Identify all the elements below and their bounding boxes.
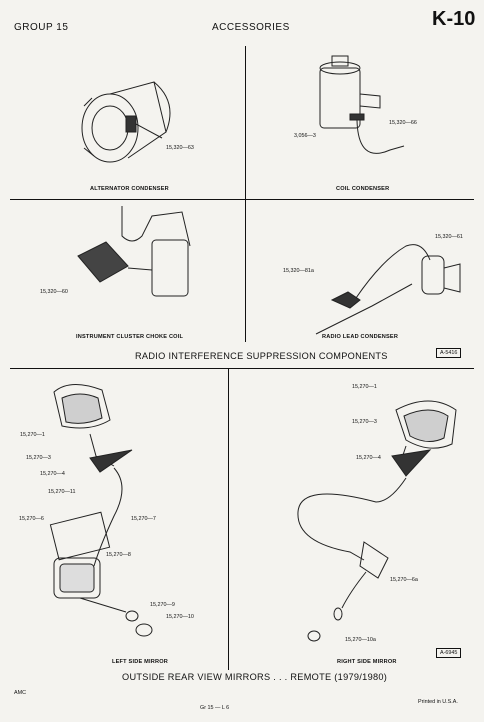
section-2-title: OUTSIDE REAR VIEW MIRRORS . . . REMOTE (… — [122, 672, 388, 682]
footer-center: Gr 15 — L 6 — [200, 705, 230, 711]
right-mirror-part-3: 15,270—4 — [356, 455, 381, 461]
coil-caption: COIL CONDENSER — [336, 186, 390, 192]
page-number: K-10 — [432, 8, 476, 30]
right-mirror-caption: RIGHT SIDE MIRROR — [337, 659, 397, 665]
radio-lead-condenser-illustration — [312, 240, 472, 340]
left-mirror-part-6: 15,270—7 — [131, 516, 156, 522]
right-mirror-illustration — [280, 382, 470, 652]
divider-vertical-bottom — [228, 368, 229, 670]
left-mirror-part-7: 15,270—8 — [106, 552, 131, 558]
section-1-title: RADIO INTERFERENCE SUPPRESSION COMPONENT… — [135, 351, 388, 361]
left-mirror-part-1: 15,270—1 — [20, 432, 45, 438]
footer-right: Printed in U.S.A. — [418, 699, 458, 705]
section-1-code: A-5416 — [436, 348, 462, 358]
left-mirror-part-8: 15,270—9 — [150, 602, 175, 608]
left-mirror-part-9: 15,270—10 — [166, 614, 194, 620]
coil-part-number-b: 15,320—66 — [389, 120, 417, 126]
choke-part-number: 15,320—60 — [40, 289, 68, 295]
left-mirror-part-3: 15,270—4 — [40, 471, 65, 477]
coil-part-number-a: 3,056—3 — [294, 133, 316, 139]
footer-left: AMC — [14, 690, 26, 696]
left-mirror-illustration — [40, 376, 190, 651]
left-mirror-part-2: 15,270—3 — [26, 455, 51, 461]
divider-horizontal-top — [10, 199, 474, 200]
right-mirror-part-5: 15,270—10a — [345, 637, 376, 643]
choke-coil-illustration — [72, 206, 202, 316]
radio-lead-part-number-b: 15,320—61 — [435, 234, 463, 240]
section-2-code: A-6945 — [436, 648, 462, 658]
radio-lead-part-number-a: 15,320—81a — [283, 268, 314, 274]
left-mirror-caption: LEFT SIDE MIRROR — [112, 659, 169, 665]
group-label: GROUP 15 — [14, 22, 69, 33]
right-mirror-part-4: 15,270—6a — [390, 577, 418, 583]
alternator-part-number: 15,320—63 — [166, 145, 194, 151]
section-label: ACCESSORIES — [212, 22, 290, 33]
left-mirror-part-4: 15,270—11 — [48, 489, 76, 495]
alternator-condenser-illustration — [70, 58, 190, 178]
alternator-caption: ALTERNATOR CONDENSER — [90, 186, 169, 192]
right-mirror-part-1: 15,270—1 — [352, 384, 377, 390]
choke-caption: INSTRUMENT CLUSTER CHOKE COIL — [76, 334, 184, 340]
divider-vertical-top — [245, 46, 246, 342]
radio-lead-caption: RADIO LEAD CONDENSER — [322, 334, 399, 340]
right-mirror-part-2: 15,270—3 — [352, 419, 377, 425]
divider-section-1 — [10, 368, 474, 369]
left-mirror-part-5: 15,270—6 — [19, 516, 44, 522]
coil-condenser-illustration — [300, 54, 410, 174]
